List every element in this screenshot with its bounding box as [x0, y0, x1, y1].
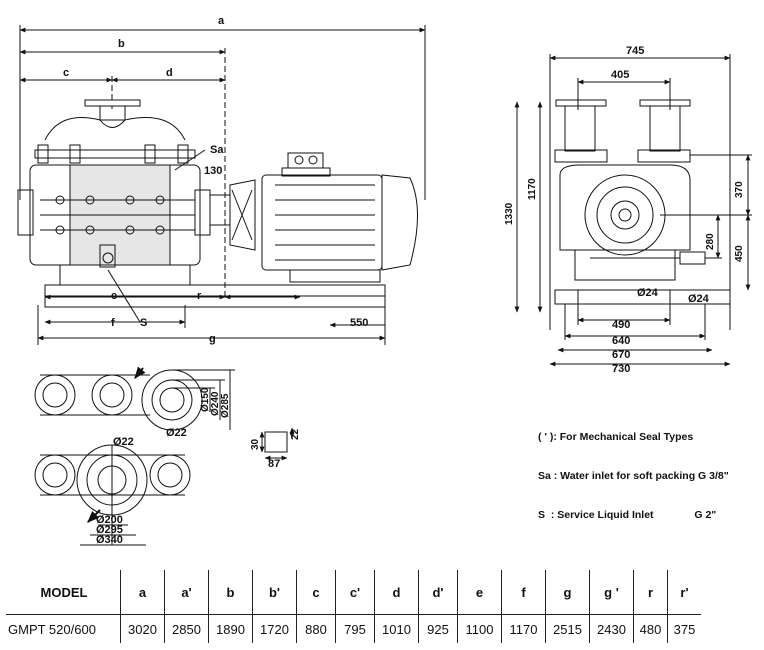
flange-detail-top — [34, 366, 235, 431]
dim-dia24-a: Ø24 — [637, 287, 659, 299]
legend-notes: ( ' ): For Mechanical Seal Types Sa : Wa… — [538, 405, 729, 535]
dim-280: 280 — [705, 233, 716, 250]
dim-370: 370 — [734, 181, 745, 198]
dim-r: r — [197, 290, 202, 302]
cell-d-prime: 925 — [418, 614, 458, 643]
key-detail-labels: 30 22 87 — [250, 428, 301, 470]
dim-1170: 1170 — [527, 178, 538, 200]
side-view — [17, 25, 426, 345]
dim-dia24-b: Ø24 — [688, 293, 710, 305]
front-view — [514, 54, 752, 367]
col-a: a — [120, 570, 165, 615]
cell-c-prime: 795 — [335, 614, 375, 643]
dim-dia200: Ø200 — [96, 514, 123, 526]
cell-a: 3020 — [120, 614, 165, 643]
col-g-prime: g ' — [589, 570, 634, 615]
dim-b: b — [118, 38, 125, 50]
technical-drawing: a b c d Sa 130 e r f S 550 g — [17, 15, 752, 546]
col-f: f — [501, 570, 546, 615]
dim-30: 30 — [250, 438, 261, 450]
cell-c: 880 — [296, 614, 336, 643]
dim-670: 670 — [612, 349, 630, 361]
col-r: r — [633, 570, 668, 615]
flange-detail-top-labels: Ø150 Ø240 Ø285 Ø22 — [166, 387, 231, 439]
cell-a-prime: 2850 — [164, 614, 209, 643]
dim-130: 130 — [204, 165, 222, 177]
dim-745: 745 — [626, 45, 644, 57]
flange-detail-bottom-labels: Ø22 Ø200 Ø295 Ø340 — [96, 436, 134, 546]
note-mechanical-seal: ( ' ): For Mechanical Seal Types — [538, 431, 694, 443]
cell-model: GMPT 520/600 — [6, 614, 121, 643]
label-sa: Sa — [210, 144, 224, 156]
dim-87: 87 — [268, 458, 280, 470]
key-detail — [259, 427, 295, 461]
table-row: GMPT 520/600 3020 2850 1890 1720 880 795… — [6, 614, 701, 643]
dim-f: f — [111, 317, 115, 329]
dim-dia240: Ø240 — [210, 391, 221, 416]
dim-450: 450 — [734, 245, 745, 262]
dim-dia285: Ø285 — [220, 393, 231, 418]
col-d-prime: d' — [418, 570, 458, 615]
dim-g: g — [209, 333, 216, 345]
side-view-labels: a b c d Sa 130 e r f S 550 g — [63, 15, 368, 345]
dim-dia150: Ø150 — [200, 387, 211, 412]
col-e: e — [457, 570, 502, 615]
dim-dia22-bottom: Ø22 — [113, 436, 134, 448]
col-d: d — [374, 570, 419, 615]
dim-c: c — [63, 67, 69, 79]
dim-1330: 1330 — [504, 202, 515, 225]
cell-g: 2515 — [545, 614, 590, 643]
dimension-table: MODEL a a' b b' c c' d d' e f g g ' r r'… — [6, 570, 701, 643]
dim-640: 640 — [612, 335, 630, 347]
note-service-liquid: S : Service Liquid Inlet G 2" — [538, 509, 717, 521]
table-header-row: MODEL a a' b b' c c' d d' e f g g ' r r' — [6, 570, 701, 615]
dim-dia22-top: Ø22 — [166, 427, 187, 439]
flange-detail-bottom — [34, 444, 191, 546]
dim-490: 490 — [612, 319, 630, 331]
col-b: b — [208, 570, 253, 615]
col-c-prime: c' — [335, 570, 375, 615]
col-b-prime: b' — [252, 570, 297, 615]
cell-r-prime: 375 — [667, 614, 701, 643]
dim-730: 730 — [612, 363, 630, 375]
dim-405: 405 — [611, 69, 629, 81]
dim-e: e — [111, 290, 117, 302]
cell-e: 1100 — [457, 614, 502, 643]
dim-d: d — [166, 67, 173, 79]
dim-dia340: Ø340 — [96, 534, 123, 546]
dim-550: 550 — [350, 317, 368, 329]
cell-d: 1010 — [374, 614, 419, 643]
dim-dia295: Ø295 — [96, 524, 123, 536]
col-model: MODEL — [40, 584, 88, 600]
cell-b-prime: 1720 — [252, 614, 297, 643]
cell-r: 480 — [633, 614, 668, 643]
col-c: c — [296, 570, 336, 615]
dim-a: a — [218, 15, 225, 27]
note-water-inlet: Sa : Water inlet for soft packing G 3/8" — [538, 470, 729, 482]
cell-f: 1170 — [501, 614, 546, 643]
cell-g-prime: 2430 — [589, 614, 634, 643]
label-s: S — [140, 317, 147, 329]
col-r-prime: r' — [667, 570, 701, 615]
front-view-labels: 745 405 1330 1170 370 280 450 Ø24 Ø24 49… — [504, 45, 745, 375]
dim-22: 22 — [290, 428, 301, 440]
col-g: g — [545, 570, 590, 615]
cell-b: 1890 — [208, 614, 253, 643]
col-a-prime: a' — [164, 570, 209, 615]
